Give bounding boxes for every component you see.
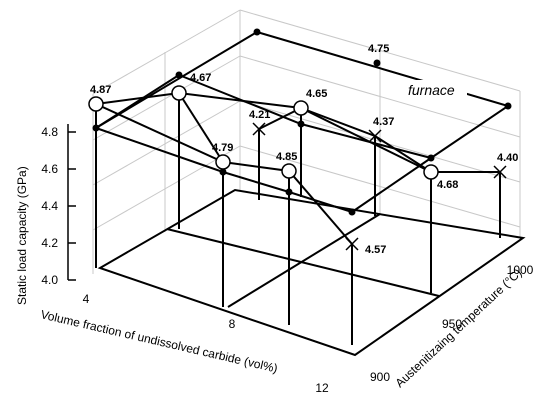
circle-marker [423,164,439,180]
joint-dot [253,28,261,36]
x-tick-label: 4 [83,292,90,306]
data-label: 4.87 [90,84,111,96]
circle-marker [281,163,297,179]
z-tick-label: 4.0 [41,273,58,287]
data-label: 4.75 [368,43,389,55]
joint-dot [92,124,100,132]
furnace-annotation: furnace [405,80,467,100]
data-label: 4.37 [373,116,394,128]
cross-marker [252,122,266,136]
floor-line [227,213,381,308]
z-tick-label: 4.6 [41,162,58,176]
circle-marker [215,154,231,170]
y-axis-label: Austenitizaing temperature (°C) [392,266,524,391]
data-label: 4.85 [276,151,297,163]
annotation-bg [405,80,467,100]
y-tick-label: 1000 [507,263,534,277]
cross-marker [493,165,507,179]
z-axis: 4.0 4.2 4.4 4.6 4.8 [41,124,76,287]
data-label: 4.40 [497,152,518,164]
z-tick-label: 4.4 [41,199,58,213]
series-line [300,107,500,173]
series-line [95,74,180,129]
dot-marker [373,59,381,67]
series-line [258,107,302,130]
furnace-line [95,30,511,159]
circle-marker [293,100,309,116]
furnace-label: furnace [408,82,455,98]
joint-dot [348,208,356,216]
floor-line [166,228,440,297]
z-axis-label: Static load capacity (GPa) [15,166,29,305]
y-tick-label: 950 [442,317,462,331]
grid-line [92,55,241,141]
y-tick-label: 900 [370,370,390,384]
series-line [178,92,224,163]
cross-stroke [493,165,507,179]
cross-marker [368,129,382,143]
circle-marker [88,96,104,112]
series-line [95,103,353,245]
floor-grid [97,188,526,357]
data-label: 4.57 [365,244,386,256]
floor-outline [97,188,526,357]
joint-dot [219,168,227,176]
joint-dot [175,71,183,79]
data-label: 4.65 [306,88,327,100]
grid-line [92,100,241,186]
data-label: 4.67 [190,72,211,84]
data-network [95,30,511,345]
joint-dot [297,120,305,128]
circle-marker [171,85,187,101]
joint-dot [427,154,435,162]
grid-line [92,9,241,95]
grid-line [92,145,241,231]
z-tick-label: 4.8 [41,125,58,139]
z-tick-label: 4.2 [41,236,58,250]
x-tick-label: 8 [229,317,236,331]
joint-dot [504,102,512,110]
x-tick-label: 12 [315,381,329,395]
cross-stroke [368,129,382,143]
cross-stroke [345,237,359,251]
data-label: 4.68 [437,179,458,191]
cross-stroke [252,122,266,136]
data-label: 4.21 [249,109,270,121]
data-label: 4.79 [212,142,233,154]
joint-dot [285,188,293,196]
cross-marker [345,237,359,251]
